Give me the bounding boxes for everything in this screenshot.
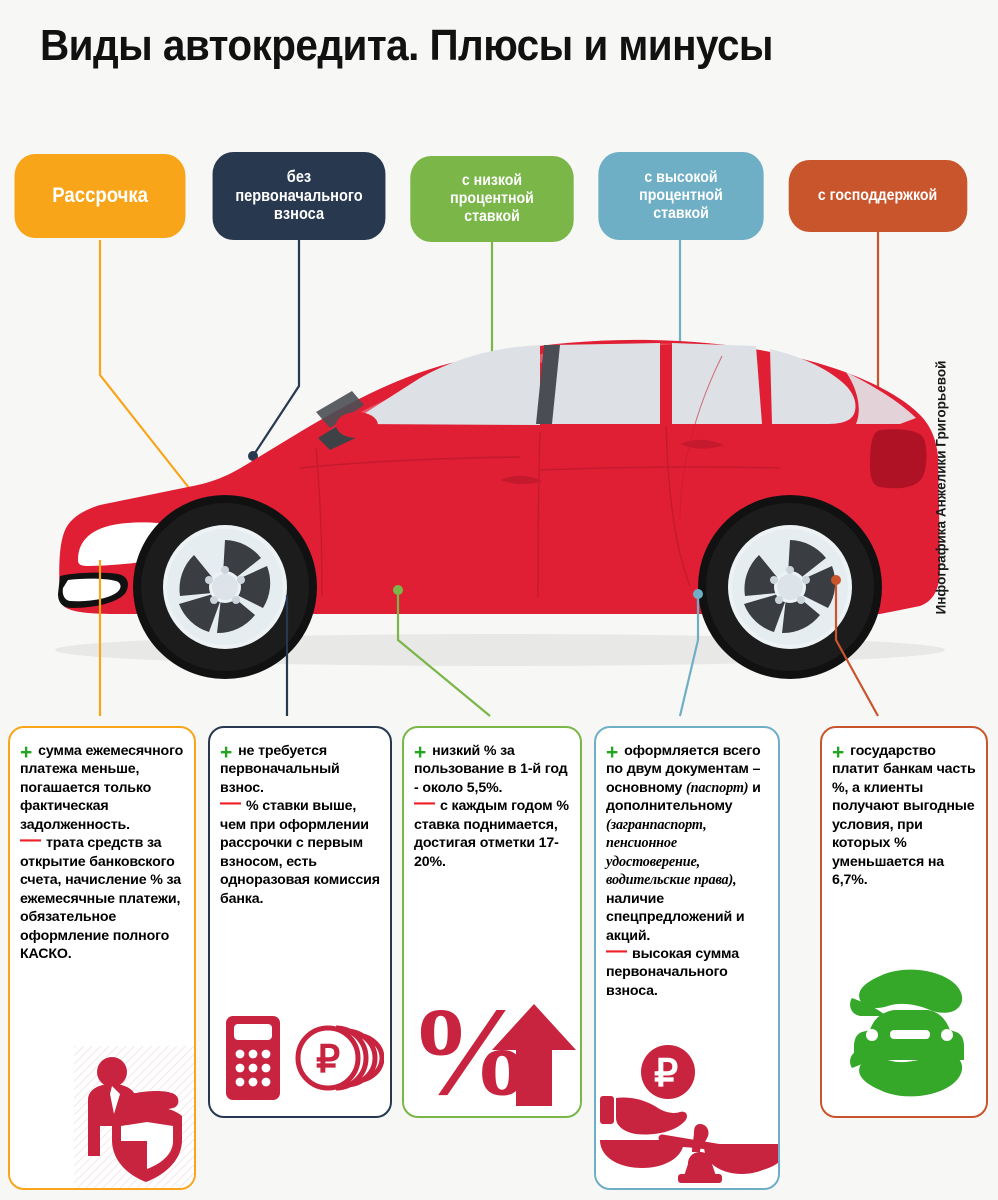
author-credit: Инфографика Анжелики Григорьевой (933, 360, 949, 615)
front-grille (58, 572, 128, 608)
tail-light (870, 429, 927, 489)
rear-wheel-rim (728, 525, 852, 649)
card-pros: +низкий % за пользование в 1-й год - око… (414, 742, 570, 797)
b-pillar (536, 345, 560, 424)
card-pros: +не требуется первоначальный взнос. (220, 742, 380, 797)
tab-bez-vznosa[interactable]: без первоначального взноса (212, 152, 386, 240)
tab-label: с высокой процентной ставкой (639, 169, 723, 222)
minus-sign: — (220, 791, 241, 815)
minus-sign: — (414, 791, 435, 815)
hand-ruble-scales-icon: ₽ (600, 1045, 778, 1183)
connector-bez-vznosa (252, 240, 301, 457)
card-cons: —с каждым годом % ставка поднимается, до… (414, 791, 570, 871)
front-tire (133, 495, 317, 679)
pros-italic-2: (загранпаспорт, пенсионное удостоверение… (606, 816, 737, 889)
card-vysokaya-stavka: +оформляется всего по двум документам – … (594, 726, 780, 1190)
card-cons: —высокая сумма первоначального взноса. (606, 938, 768, 1000)
page-title: Виды автокредита. Плюсы и минусы (40, 21, 773, 70)
cons-text: трата средств за открытие банковского сч… (20, 835, 181, 962)
car-body (59, 339, 941, 614)
svg-text:₽: ₽ (654, 1053, 678, 1095)
connector-vysokaya (676, 240, 682, 456)
tab-label: без первоначального взноса (235, 168, 363, 224)
pros-text-3: наличие спецпредложений и акций. (606, 890, 745, 944)
front-door-handle (500, 475, 542, 485)
pros-text: низкий % за пользование в 1-й год - окол… (414, 743, 568, 796)
rear-door-window (672, 343, 762, 424)
pros-text: государство платит банкам часть %, а кли… (832, 743, 976, 889)
rear-door-handle (680, 439, 724, 449)
connector-rassrochka (98, 240, 194, 494)
car-shadow (55, 634, 945, 666)
tab-label: с господдержкой (818, 187, 938, 205)
plus-sign: + (414, 741, 427, 764)
svg-text:₽: ₽ (316, 1039, 340, 1081)
red-hatchback-car (58, 339, 941, 679)
tab-gospodderzhka[interactable]: с господдержкой (788, 160, 968, 232)
tab-rassrochka[interactable]: Рассрочка (14, 154, 186, 238)
connector-nizkaya (396, 242, 494, 420)
front-door-window (552, 343, 660, 424)
pros-italic-1: (паспорт) (686, 779, 749, 796)
percent-arrow-up-icon: % (412, 998, 576, 1110)
hands-car-icon (850, 969, 964, 1097)
rear-tire (698, 495, 882, 679)
card-pros: +государство платит банкам часть %, а кл… (832, 742, 976, 890)
front-wheel-rim (163, 525, 287, 649)
calculator-coins-icon: ₽ (226, 1016, 384, 1100)
card-cons: —трата средств за открытие банковского с… (20, 828, 184, 963)
card-cons: —% ставки выше, чем при оформлении расср… (220, 791, 380, 908)
cons-text: высокая сумма первоначального взноса. (606, 945, 739, 999)
minus-sign: — (606, 938, 627, 962)
cons-text: % ставки выше, чем при оформлении рассро… (220, 798, 380, 907)
card-bez-vznosa: +не требуется первоначальный взнос. —% с… (208, 726, 392, 1118)
plus-sign: + (20, 741, 33, 764)
pros-text: не требуется первоначальный взнос. (220, 743, 340, 796)
minus-sign: — (20, 828, 41, 852)
plus-sign: + (220, 741, 233, 764)
connector-lines (98, 232, 880, 498)
tab-label: Рассрочка (52, 184, 148, 208)
windshield (348, 345, 540, 425)
cons-text: с каждым годом % ставка поднимается, дос… (414, 798, 569, 870)
plus-sign: + (832, 741, 845, 764)
card-gospodderzhka: +государство платит банкам часть %, а кл… (820, 726, 988, 1118)
svg-text:%: % (412, 998, 534, 1110)
pros-text: сумма ежемесячного платежа меньше, погаш… (20, 743, 184, 833)
tab-nizkaya-stavka[interactable]: с низкой процентной ставкой (410, 156, 574, 242)
connector-gospodderzhka (797, 232, 880, 492)
pros-text-1: оформляется всего по двум документам – о… (606, 743, 761, 796)
card-pros: +сумма ежемесячного платежа меньше, пога… (20, 742, 184, 834)
headlight (78, 522, 195, 566)
pros-text-2: и дополнительному (606, 779, 761, 815)
businessman-shield-icon (74, 1046, 194, 1188)
tab-label: с низкой процентной ставкой (450, 172, 534, 225)
quarter-window (770, 349, 856, 424)
connector-lines-bottom (98, 560, 879, 717)
plus-sign: + (606, 741, 619, 764)
card-rassrochka: +сумма ежемесячного платежа меньше, пога… (8, 726, 196, 1190)
card-nizkaya-stavka: +низкий % за пользование в 1-й год - око… (402, 726, 582, 1118)
card-pros: +оформляется всего по двум документам – … (606, 742, 768, 945)
tab-vysokaya-stavka[interactable]: с высокой процентной ставкой (598, 152, 764, 240)
side-mirror (336, 412, 378, 438)
